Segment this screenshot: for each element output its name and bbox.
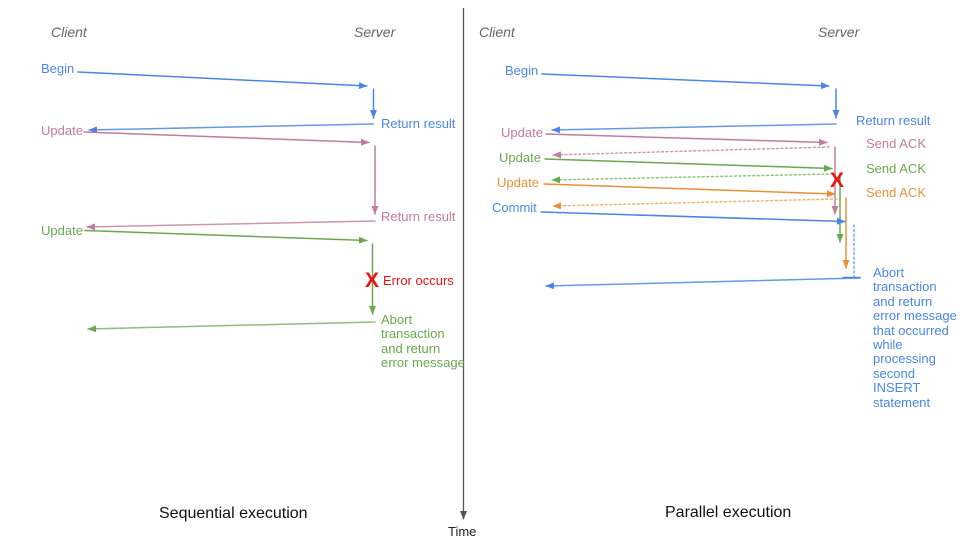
seq-return-result-label-1: Return result — [381, 116, 456, 131]
seq-caption: Sequential execution — [159, 505, 308, 522]
par-update2-request-line — [544, 158, 833, 172]
seq-return-result-line-1 — [88, 123, 375, 134]
par-client-header: Client — [479, 24, 515, 40]
par-update-label-2: Update — [499, 150, 541, 165]
par-begin-request-line — [541, 73, 830, 90]
seq-abort-note: Abort transaction and return error messa… — [381, 312, 465, 371]
par-update3-request-line — [543, 183, 836, 198]
seq-return-result-line-2 — [86, 220, 376, 231]
time-label: Time — [448, 524, 477, 539]
par-error-x-mark: X — [830, 169, 845, 192]
seq-update-label-1: Update — [41, 123, 83, 138]
par-send-ack3-line — [552, 198, 838, 210]
seq-error-x-mark: X — [365, 269, 380, 292]
par-update1-request-line — [545, 133, 828, 146]
par-send-ack2-line — [551, 173, 834, 184]
par-commit-request-line — [540, 211, 846, 225]
par-update-label-1: Update — [501, 125, 543, 140]
par-send-ack-label-1: Send ACK — [866, 136, 926, 151]
seq-client-header: Client — [51, 24, 87, 40]
par-send-ack-label-3: Send ACK — [866, 185, 926, 200]
par-return-result-label: Return result — [856, 113, 931, 128]
par-send-ack-label-2: Send ACK — [866, 161, 926, 176]
seq-update2-request-line — [84, 229, 368, 244]
seq-begin-label: Begin — [41, 61, 75, 76]
par-server-header: Server — [818, 24, 860, 40]
seq-abort-return-line — [87, 321, 376, 333]
par-update-label-3: Update — [497, 175, 539, 190]
seq-update-label-2: Update — [41, 223, 83, 238]
par-return-result-line — [551, 123, 837, 134]
par-send-ack1-line — [552, 146, 830, 159]
seq-update1-request-line — [83, 131, 370, 146]
seq-server-header: Server — [354, 24, 396, 40]
par-caption: Parallel execution — [665, 504, 792, 521]
par-abort-note: Abort transaction and return error messa… — [873, 265, 957, 410]
par-commit-label: Commit — [492, 200, 537, 215]
seq-return-result-label-2: Return result — [381, 209, 456, 224]
seq-begin-request-line — [77, 71, 368, 90]
par-begin-label: Begin — [505, 63, 539, 78]
seq-error-occurs-label: Error occurs — [383, 273, 454, 288]
par-abort-return-line — [545, 277, 861, 290]
